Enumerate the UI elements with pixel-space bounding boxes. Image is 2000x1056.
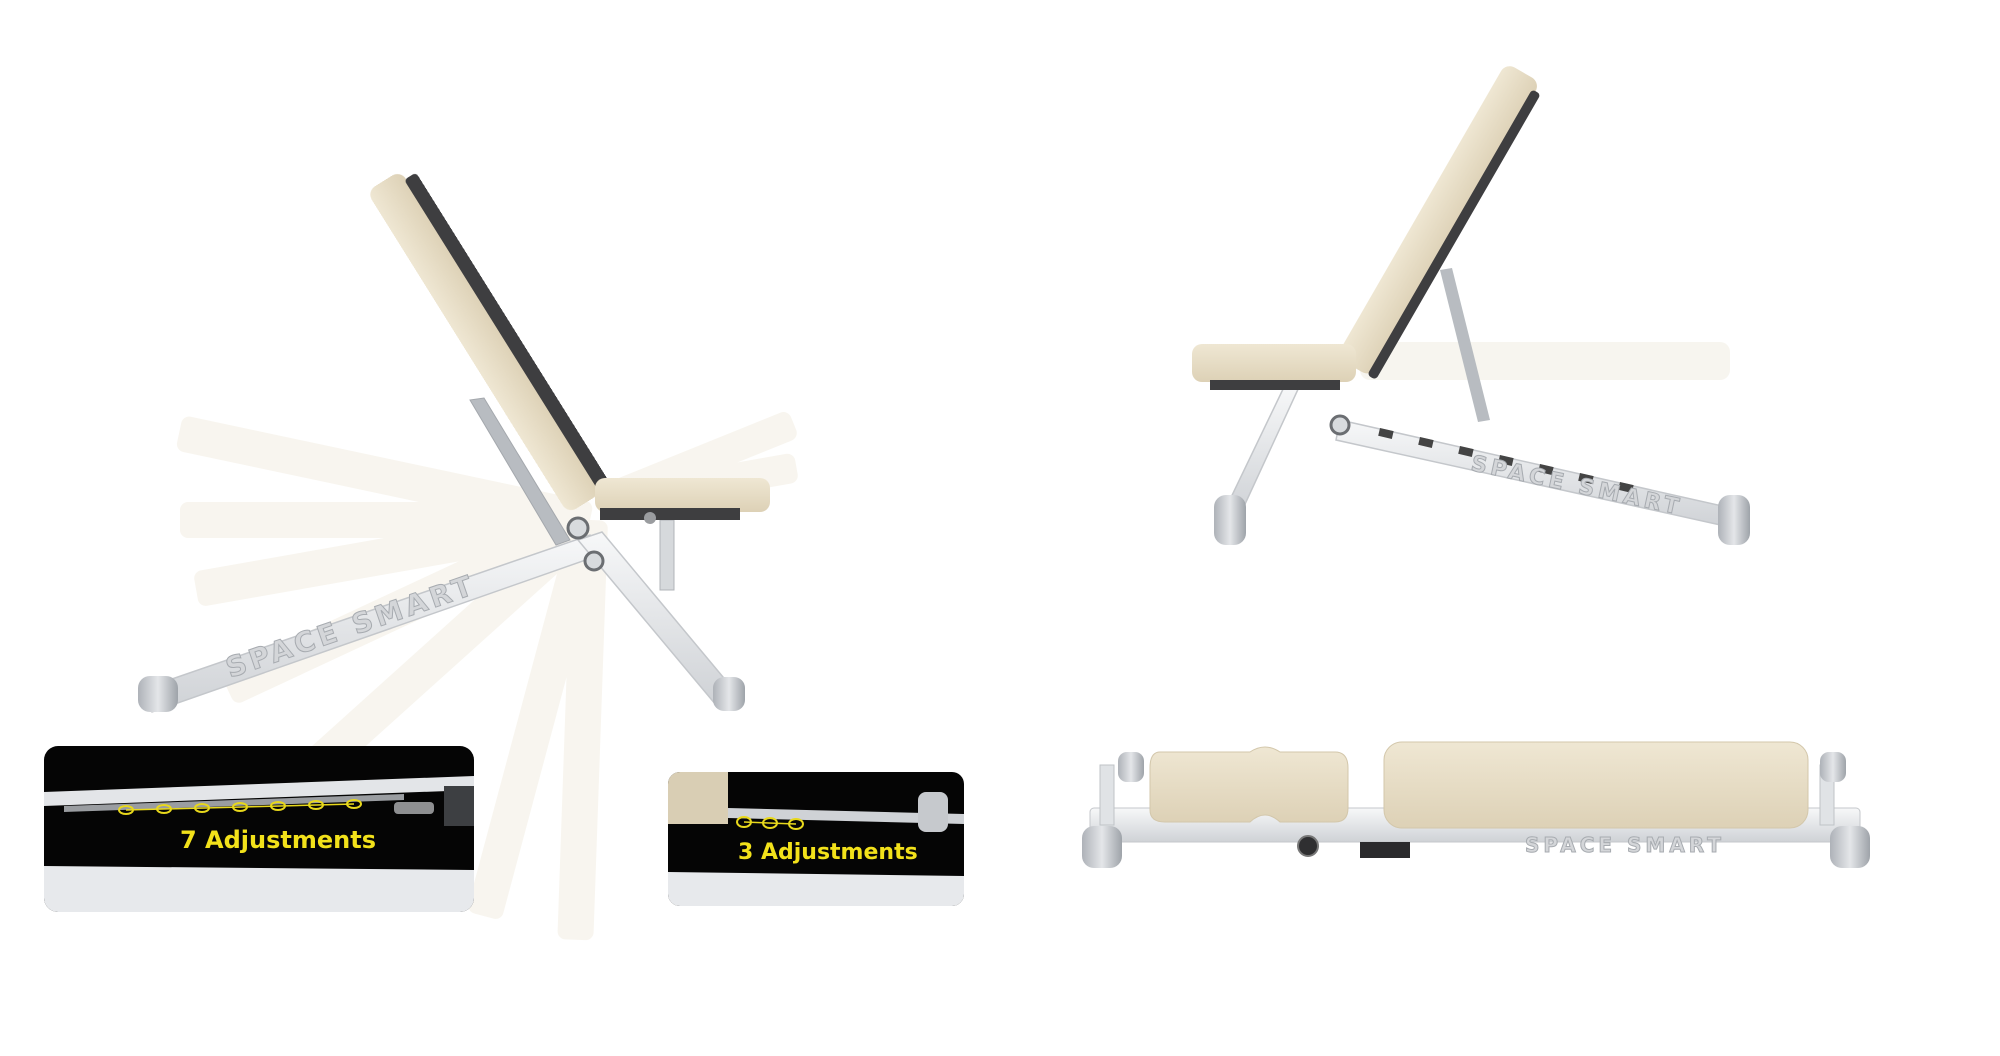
pivot-bolt-lower	[583, 550, 605, 572]
brand-text-flat: SPACE SMART	[1525, 833, 1725, 857]
wheel-icon	[1082, 826, 1122, 868]
latch	[1360, 842, 1410, 858]
bench-flat-view: SPACE SMART	[1082, 741, 1870, 868]
callout-label: 3 Adjustments	[738, 840, 918, 865]
callout-detail-image	[668, 772, 964, 906]
backrest-cushion	[1339, 66, 1540, 379]
seat-cushion	[595, 478, 770, 524]
seat-cushion	[1192, 344, 1356, 382]
seat-post	[659, 519, 675, 591]
bench-incline-view: SPACE SMART	[1192, 66, 1750, 545]
callout-seat-adjustments: 3 Adjustments	[668, 772, 964, 906]
wheel-icon	[713, 677, 745, 711]
wheel-icon	[1718, 495, 1750, 545]
callout-label: 7 Adjustments	[180, 826, 377, 854]
callout-detail-image	[44, 776, 474, 912]
seat-cushion	[1149, 746, 1349, 823]
callout-backrest-adjustments: 7 Adjustments	[44, 746, 474, 912]
wheel-icon	[1118, 752, 1144, 782]
wheel-icon	[138, 676, 178, 712]
wheel-icon	[1214, 495, 1246, 545]
backrest-cushion	[370, 173, 611, 510]
wheel-icon	[1820, 752, 1846, 782]
support-strut	[1440, 268, 1490, 422]
backrest-cushion	[1383, 741, 1809, 829]
support-strut	[469, 397, 571, 546]
brand-text-incline: SPACE SMART	[1469, 451, 1685, 520]
pivot-bolt	[1329, 414, 1351, 436]
ghost-flat-backrest	[1360, 342, 1730, 380]
adjustment-knob-icon	[1297, 835, 1319, 857]
wheel-icon	[1830, 826, 1870, 868]
pivot-bolt	[566, 516, 590, 540]
adjustment-ladder	[1378, 428, 1634, 493]
